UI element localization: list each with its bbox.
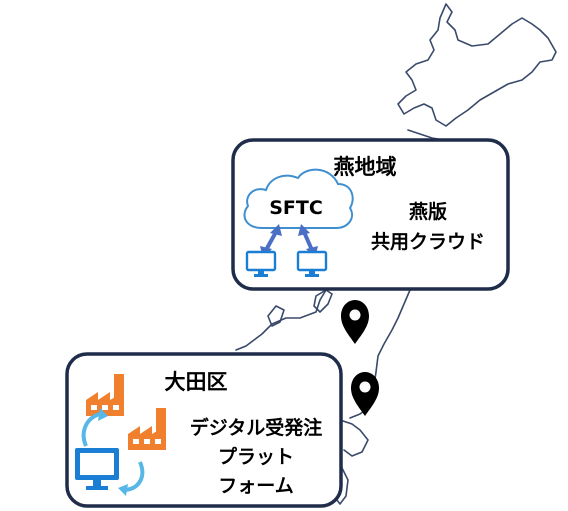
tsubame-text-line2: 共用クラウド xyxy=(371,231,485,253)
tsubame-box: 燕地域 SFTC 燕版 共用クラウド xyxy=(231,138,510,291)
ota-box: 大田区 デジタル受発注 xyxy=(65,352,343,508)
computer-icon xyxy=(75,448,119,490)
ota-text-line1: デジタル受発注 xyxy=(190,416,323,439)
pin-hole xyxy=(359,381,371,393)
ota-text-line2: プラット xyxy=(218,445,294,468)
ota-title: 大田区 xyxy=(165,370,228,394)
ota-box-frame xyxy=(65,352,343,508)
pin-ota xyxy=(351,372,379,416)
tsubame-title: 燕地域 xyxy=(334,155,397,179)
factory-icon xyxy=(128,408,166,450)
ota-text-line3: フォーム xyxy=(218,475,293,497)
factory-icon xyxy=(86,374,124,416)
monitor-icon xyxy=(296,250,328,277)
map-pin-icon xyxy=(341,300,369,344)
monitor-icon xyxy=(245,250,277,277)
cycle-arrowhead xyxy=(118,484,128,496)
japan-map-outline xyxy=(235,3,557,505)
map-pin-icon xyxy=(351,372,379,416)
pin-tsubame xyxy=(341,300,369,344)
cycle-arrows-icon xyxy=(81,412,145,492)
tsubame-text-line1: 燕版 xyxy=(409,200,447,223)
cloud-icon xyxy=(243,168,354,229)
cycle-arrowhead xyxy=(98,408,108,421)
map-sado-island xyxy=(313,289,333,313)
map-kanto-coast xyxy=(339,419,369,457)
map-honshu-west-coast xyxy=(235,289,327,351)
map-noto-peninsula xyxy=(267,305,285,327)
cloud-label: SFTC xyxy=(269,197,323,219)
pin-hole xyxy=(349,309,361,321)
map-hokkaido xyxy=(397,3,557,127)
